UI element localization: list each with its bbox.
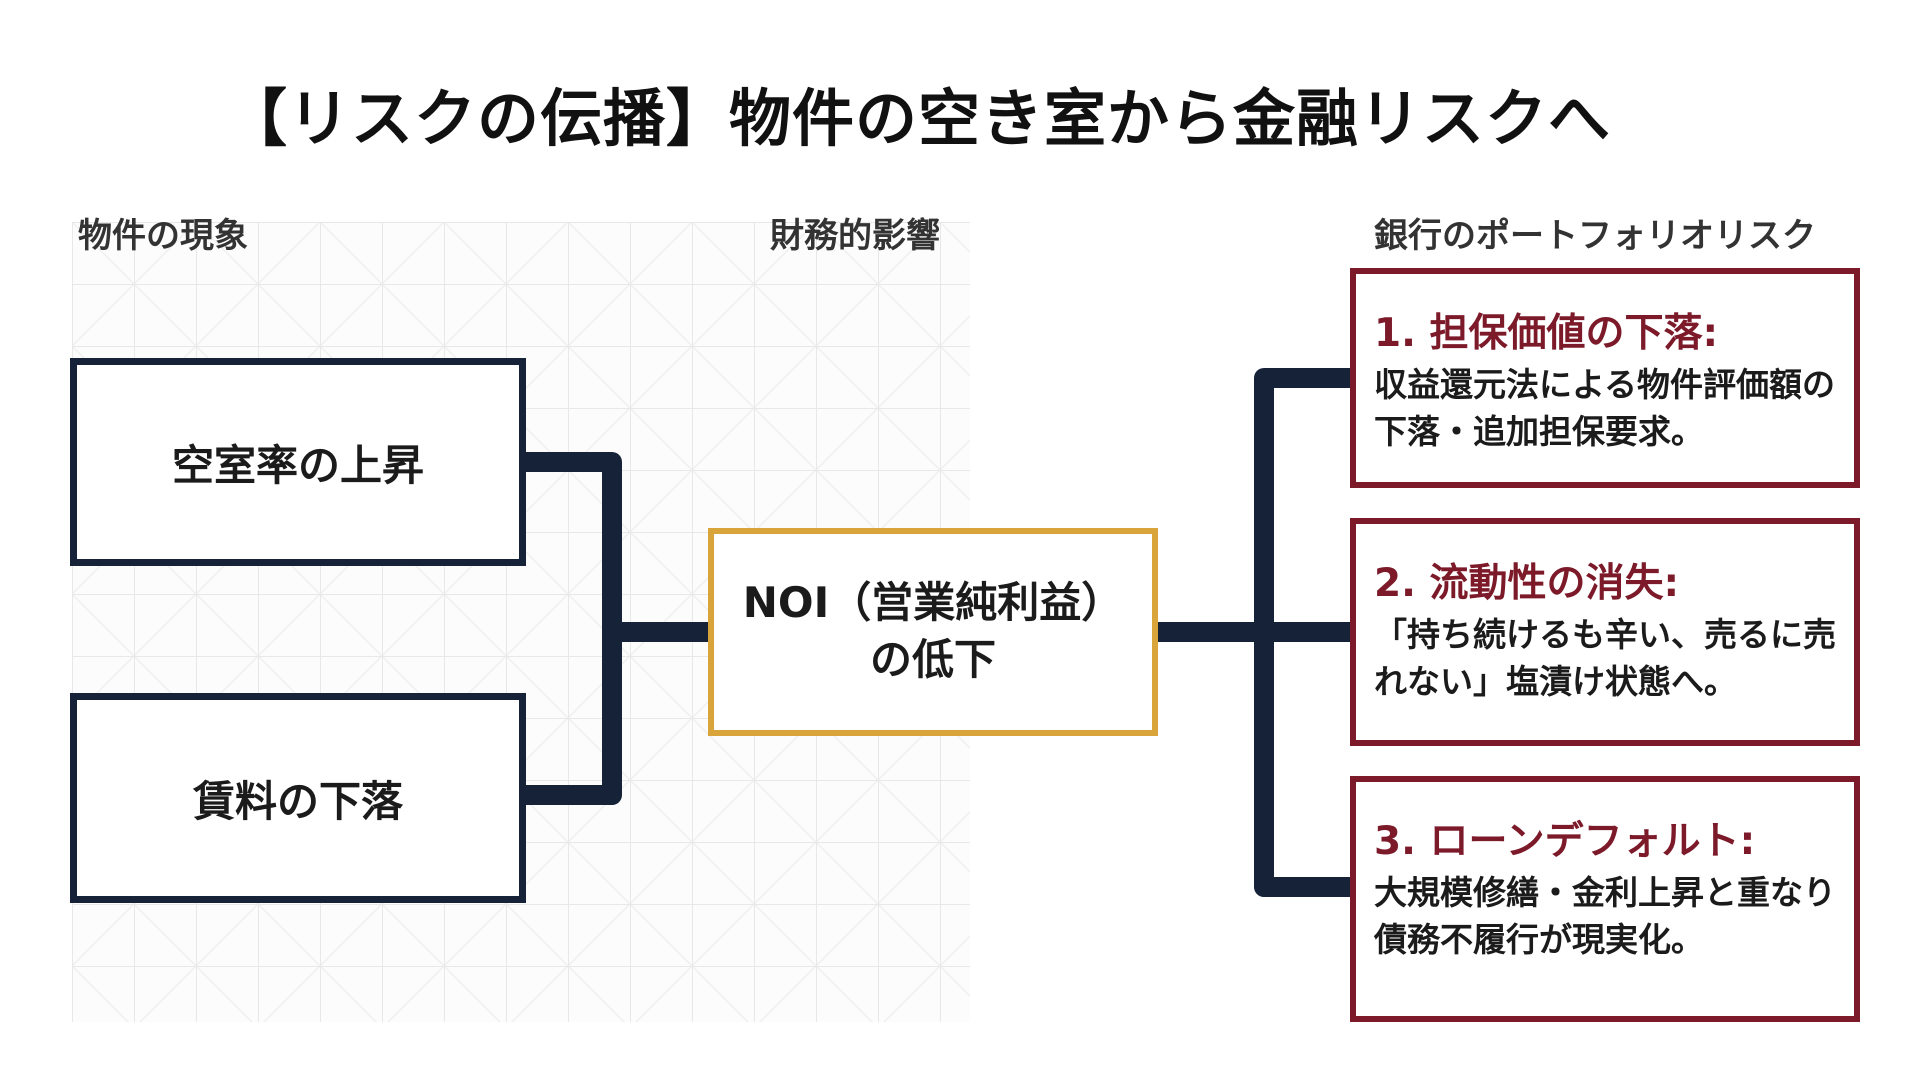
risk-desc-collateral: 収益還元法による物件評価額の下落・追加担保要求。 xyxy=(1374,365,1836,451)
vacancy-rate-box: 空室率の上昇 xyxy=(70,358,526,566)
column-header-property: 物件の現象 xyxy=(78,216,248,256)
risk-title-liquidity: 2. 流動性の消失: xyxy=(1374,561,1680,606)
vacancy-rate-label: 空室率の上昇 xyxy=(171,440,424,490)
risk-card-collateral: 1. 担保価値の下落: 収益還元法による物件評価額の下落・追加担保要求。 xyxy=(1350,268,1860,488)
risk-title-default: 3. ローンデフォルト: xyxy=(1374,819,1756,864)
noi-line2: の低下 xyxy=(869,635,996,684)
noi-decline-box: NOI（営業純利益） の低下 xyxy=(708,528,1158,736)
noi-line1: NOI（営業純利益） xyxy=(742,578,1124,628)
column-header-financial: 財務的影響 xyxy=(770,216,940,256)
connector-left xyxy=(518,452,622,805)
risk-card-liquidity: 2. 流動性の消失: 「持ち続けるも辛い、売るに売れない」塩漬け状態へ。 xyxy=(1350,518,1860,746)
page-title: 【リスクの伝播】物件の空き室から金融リスクへ xyxy=(225,82,1612,155)
rent-decline-label: 賃料の下落 xyxy=(192,776,403,826)
column-header-portfolio: 銀行のポートフォリオリスク xyxy=(1374,216,1816,256)
risk-title-collateral: 1. 担保価値の下落: xyxy=(1374,311,1719,356)
risk-desc-default: 大規模修繕・金利上昇と重なり債務不履行が現実化。 xyxy=(1374,873,1836,959)
risk-card-default: 3. ローンデフォルト: 大規模修繕・金利上昇と重なり債務不履行が現実化。 xyxy=(1350,776,1860,1022)
risk-desc-liquidity: 「持ち続けるも辛い、売るに売れない」塩漬け状態へ。 xyxy=(1374,615,1836,701)
rent-decline-box: 賃料の下落 xyxy=(70,693,526,903)
